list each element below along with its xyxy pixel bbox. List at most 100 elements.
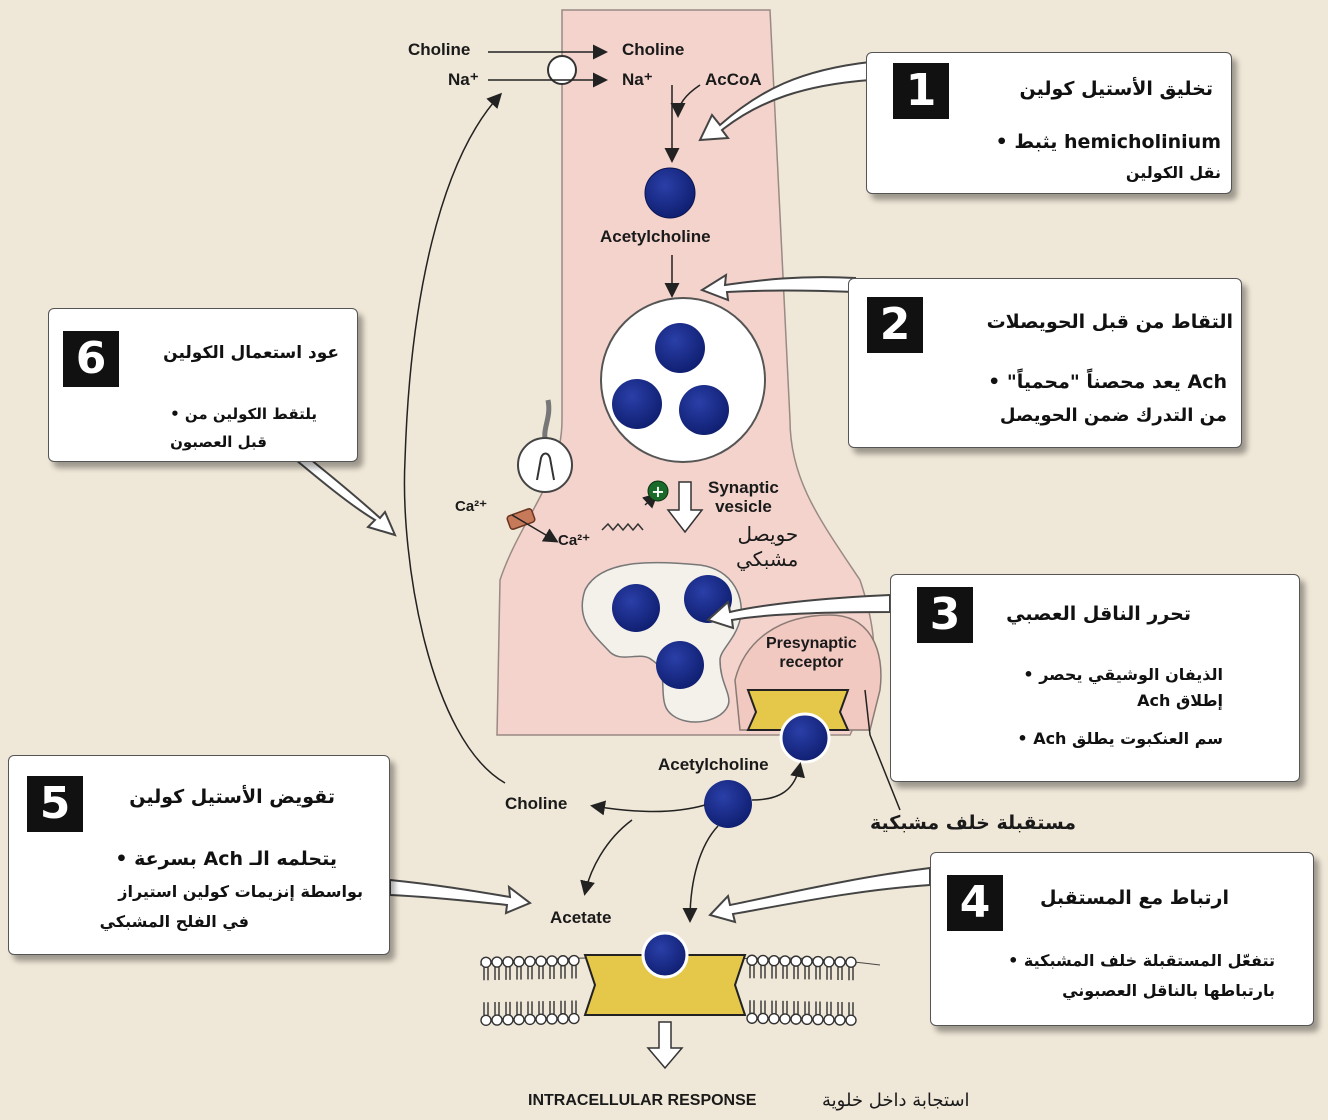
lipid-head xyxy=(758,955,768,965)
response-arrow xyxy=(648,1022,682,1068)
lipid-head xyxy=(569,1014,579,1024)
lipid-tail xyxy=(761,965,765,978)
lipid-tail xyxy=(484,967,488,980)
lipid-tail xyxy=(827,1002,831,1015)
label-acetate: Acetate xyxy=(550,908,611,928)
lipid-tail xyxy=(528,1001,532,1014)
lipid-head xyxy=(492,957,502,967)
callout-box-4: 4 ارتباط مع المستقبل تتفعّل المستقبلة خل… xyxy=(930,852,1314,1026)
lipid-head xyxy=(525,1014,535,1024)
lipid-tail xyxy=(517,967,521,980)
lipid-head xyxy=(813,957,823,967)
box-3-line-3: سم العنكبوت يطلق Ach • xyxy=(1017,729,1223,748)
lipid-head xyxy=(780,956,790,966)
callout-box-1: 1 تخليق الأستيل كولين hemicholinium يثبط… xyxy=(866,52,1232,194)
lipid-head xyxy=(769,1014,779,1024)
step-number-6: 6 xyxy=(63,331,119,387)
lipid-head xyxy=(481,1015,491,1025)
lipid-tail xyxy=(517,1002,521,1015)
lipid-head xyxy=(481,957,491,967)
lipid-tail xyxy=(572,1001,576,1014)
lipid-tail xyxy=(506,967,510,980)
lipid-tail xyxy=(783,1001,787,1014)
lipid-head xyxy=(824,1015,834,1025)
box-6-line-1: يلتقط الكولين من • xyxy=(170,405,317,423)
box-3-line-1: الذيفان الوشيقي يحصر • xyxy=(1023,665,1223,684)
lipid-tail xyxy=(484,1002,488,1015)
lipid-head xyxy=(536,956,546,966)
box-4-line-2: بارتباطها بالناقل العصبوني xyxy=(1062,981,1275,1000)
lipid-tail xyxy=(816,967,820,980)
lipid-head xyxy=(547,1014,557,1024)
label-calcium-outside: Ca²⁺ xyxy=(455,497,487,515)
lipid-head xyxy=(835,957,845,967)
box-4-line-1: تتفعّل المستقبلة خلف المشبكية • xyxy=(1008,951,1275,970)
lipid-tail xyxy=(750,1000,754,1013)
bound-acetylcholine xyxy=(643,933,687,977)
box-1-title: تخليق الأستيل كولين xyxy=(1020,78,1213,100)
lipid-head xyxy=(802,956,812,966)
lipid-tail xyxy=(805,966,809,979)
lipid-tail xyxy=(805,1001,809,1014)
lipid-tail xyxy=(838,1002,842,1015)
box-6-line-2: قبل العصبون xyxy=(170,433,267,451)
label-acetylcholine-synthesis: Acetylcholine xyxy=(600,227,711,247)
lipid-tail xyxy=(550,1001,554,1014)
lipid-head xyxy=(769,956,779,966)
lipid-tail xyxy=(783,966,787,979)
step-number-1: 1 xyxy=(893,63,949,119)
label-postsynaptic-receptor-ar: مستقبلة خلف مشبكية xyxy=(870,812,1076,834)
lipid-tail xyxy=(772,966,776,979)
label-acetylcholine-cleft: Acetylcholine xyxy=(658,755,769,775)
label-synaptic-vesicle-ar: حويصل مشبكي xyxy=(736,522,798,572)
box-1-line-1: hemicholinium يثبط • xyxy=(996,131,1221,153)
lipid-head xyxy=(492,1015,502,1025)
lipid-head xyxy=(525,956,535,966)
lipid-head xyxy=(747,1013,757,1023)
lipid-head xyxy=(547,956,557,966)
label-synaptic-vesicle: Synaptic vesicle xyxy=(708,478,779,516)
lipid-tail xyxy=(794,966,798,979)
lipid-head xyxy=(780,1014,790,1024)
lipid-head xyxy=(791,1014,801,1024)
lipid-tail xyxy=(539,1001,543,1014)
callout-box-3: 3 تحرر الناقل العصبي الذيفان الوشيقي يحص… xyxy=(890,574,1300,782)
label-choline-cleft: Choline xyxy=(505,794,567,814)
step-number-4: 4 xyxy=(947,875,1003,931)
lipid-tail xyxy=(572,966,576,979)
lipid-head xyxy=(558,956,568,966)
lipid-tail xyxy=(561,1001,565,1014)
acetylcholine-molecule xyxy=(645,168,695,218)
lipid-head xyxy=(813,1015,823,1025)
label-sodium-inside: Na⁺ xyxy=(622,70,653,90)
lipid-head xyxy=(558,1014,568,1024)
step-number-5: 5 xyxy=(27,776,83,832)
lipid-tail xyxy=(761,1000,765,1013)
lipid-tail xyxy=(816,1002,820,1015)
lipid-tail xyxy=(561,966,565,979)
lipid-tail xyxy=(495,967,499,980)
lipid-head xyxy=(846,1015,856,1025)
label-intracellular-response-ar: استجابة داخل خلوية xyxy=(822,1090,970,1111)
lipid-tail xyxy=(849,967,853,980)
box-1-line-2: نقل الكولين xyxy=(1126,163,1221,182)
lipid-head xyxy=(514,957,524,967)
label-sodium-outside: Na⁺ xyxy=(448,70,479,90)
lipid-head xyxy=(846,957,856,967)
lipid-tail xyxy=(838,967,842,980)
lipid-head xyxy=(758,1013,768,1023)
storage-vesicle xyxy=(601,298,765,462)
lipid-head xyxy=(747,955,757,965)
lipid-head xyxy=(835,1015,845,1025)
action-potential-channel xyxy=(518,438,572,492)
lipid-tail xyxy=(849,1002,853,1015)
lipid-tail xyxy=(495,1002,499,1015)
lipid-tail xyxy=(506,1002,510,1015)
lipid-tail xyxy=(772,1001,776,1014)
callout-box-6: 6 عود استعمال الكولين يلتقط الكولين من •… xyxy=(48,308,358,462)
label-choline-inside: Choline xyxy=(622,40,684,60)
box-5-line-1: يتحلمه الـ Ach بسرعة • xyxy=(115,848,337,870)
lipid-tail xyxy=(528,966,532,979)
box-5-title: تقويض الأستيل كولين xyxy=(129,786,335,808)
box-4-title: ارتباط مع المستقبل xyxy=(1040,887,1229,909)
